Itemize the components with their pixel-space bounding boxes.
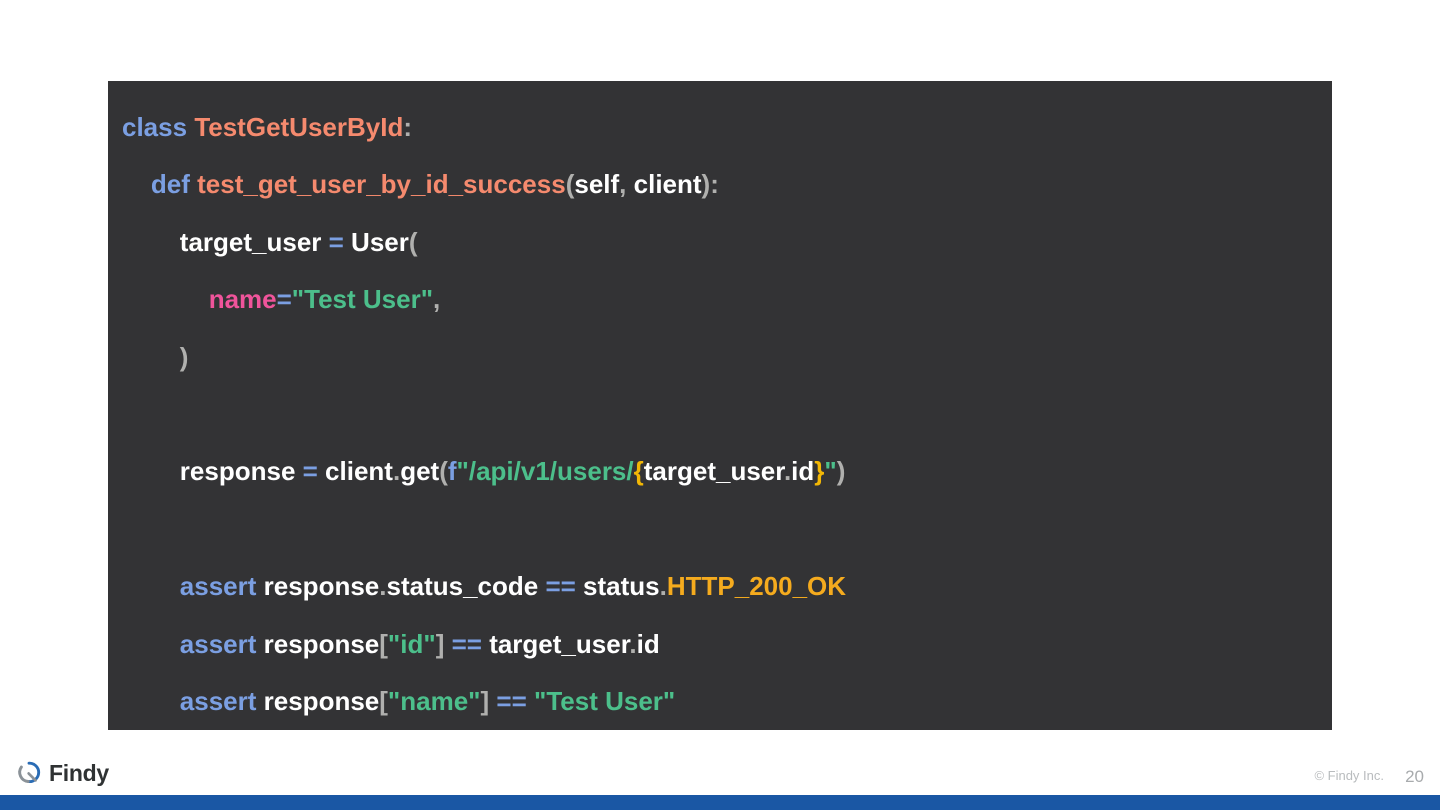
code-token-str: "/api/v1/users/	[456, 456, 634, 487]
code-token-const: HTTP_200_OK	[666, 571, 847, 602]
code-token-plain	[444, 629, 451, 659]
code-indent	[122, 284, 209, 314]
slide-footer: Findy © Findy Inc. 20	[0, 730, 1440, 810]
code-token-plain: response	[256, 685, 380, 716]
code-token-plain: status	[575, 571, 660, 602]
findy-logo-icon	[16, 760, 42, 786]
code-line: )	[108, 329, 1332, 386]
code-token-punct: (	[565, 169, 575, 200]
code-token-plain: target_user	[179, 226, 329, 257]
footer-accent-bar	[0, 795, 1440, 810]
code-token-punct: .	[392, 456, 401, 487]
code-token-punct: :	[710, 169, 719, 200]
code-token-op: ==	[496, 685, 527, 716]
code-indent	[122, 227, 180, 257]
code-token-plain: client	[317, 456, 393, 487]
code-token-punct: ,	[433, 284, 441, 315]
code-token-punct: )	[179, 341, 189, 372]
code-token-plain: User	[343, 226, 409, 257]
code-token-plain: response	[256, 571, 380, 602]
page-number: 20	[1405, 767, 1424, 786]
code-token-name: test_get_user_by_id_success	[197, 169, 566, 200]
code-line	[108, 386, 1332, 443]
code-token-plain: target_user	[643, 456, 784, 487]
code-token-plain: client	[626, 169, 702, 200]
code-token-plain: target_user	[481, 628, 630, 659]
code-token-punct: .	[629, 628, 637, 659]
code-token-plain: status_code	[386, 571, 546, 602]
code-token-kw: assert	[179, 571, 257, 602]
code-token-punct: )	[701, 169, 711, 200]
code-token-plain: id	[791, 456, 815, 487]
code-token-plain: response	[179, 456, 303, 487]
code-token-op: =	[302, 456, 318, 487]
code-token-str: "id"	[387, 628, 436, 659]
code-line: response = client.get(f"/api/v1/users/{t…	[108, 443, 1332, 500]
code-token-punct: ,	[619, 169, 627, 200]
code-token-punct: [	[379, 685, 388, 716]
code-token-punct: .	[659, 571, 667, 602]
code-token-str: "Test User"	[534, 685, 676, 716]
code-indent	[122, 342, 180, 372]
code-token-kw: def	[150, 169, 190, 200]
code-token-plain: id	[636, 628, 660, 659]
code-line: target_user = User(	[108, 214, 1332, 271]
code-token-brace: {	[633, 456, 644, 487]
code-token-punct: (	[408, 226, 418, 257]
code-token-str: "name"	[387, 685, 481, 716]
code-indent	[122, 169, 151, 199]
code-token-kw: f	[447, 456, 457, 487]
code-token-op: =	[328, 226, 344, 257]
code-token-punct: )	[836, 456, 846, 487]
code-token-punct: :	[403, 112, 413, 142]
code-token-op: =	[276, 284, 292, 315]
code-token-brace: }	[814, 456, 825, 487]
code-token-kw: class	[122, 112, 188, 142]
code-line: assert response["id"] == target_user.id	[108, 616, 1332, 673]
code-line: def test_get_user_by_id_success(self, cl…	[108, 156, 1332, 213]
code-token-op: ==	[451, 628, 482, 659]
code-token-op: ==	[545, 571, 576, 602]
code-token-str: "	[824, 456, 837, 487]
brand-name: Findy	[49, 759, 109, 786]
code-token-plain: get	[400, 456, 440, 487]
code-line: class TestGetUserById:	[108, 99, 1332, 156]
code-line	[108, 501, 1332, 558]
code-block: class TestGetUserById: def test_get_user…	[108, 81, 1332, 730]
code-token-name: TestGetUserById	[194, 112, 404, 142]
code-indent	[122, 629, 180, 659]
code-token-kw: assert	[179, 685, 257, 716]
code-line: assert response.status_code == status.HT…	[108, 558, 1332, 615]
code-token-str: "Test User"	[291, 284, 434, 315]
code-token-kwarg: name	[208, 284, 277, 315]
code-token-punct: .	[783, 456, 792, 487]
code-indent	[122, 686, 180, 716]
code-token-plain	[527, 686, 534, 716]
code-token-punct: [	[379, 628, 388, 659]
copyright-text: © Findy Inc.	[1314, 768, 1384, 783]
code-indent	[122, 571, 180, 601]
code-token-punct: (	[439, 456, 448, 487]
code-token-punct: ]	[435, 628, 445, 659]
code-line: name="Test User",	[108, 271, 1332, 328]
code-token-punct: .	[379, 571, 387, 602]
code-token-plain: self	[574, 169, 620, 200]
code-token-kw: assert	[179, 628, 257, 659]
code-indent	[122, 456, 180, 486]
code-token-punct: ]	[480, 685, 490, 716]
brand-lockup: Findy	[16, 760, 109, 786]
code-line: assert response["name"] == "Test User"	[108, 673, 1332, 730]
code-token-plain: response	[256, 628, 380, 659]
